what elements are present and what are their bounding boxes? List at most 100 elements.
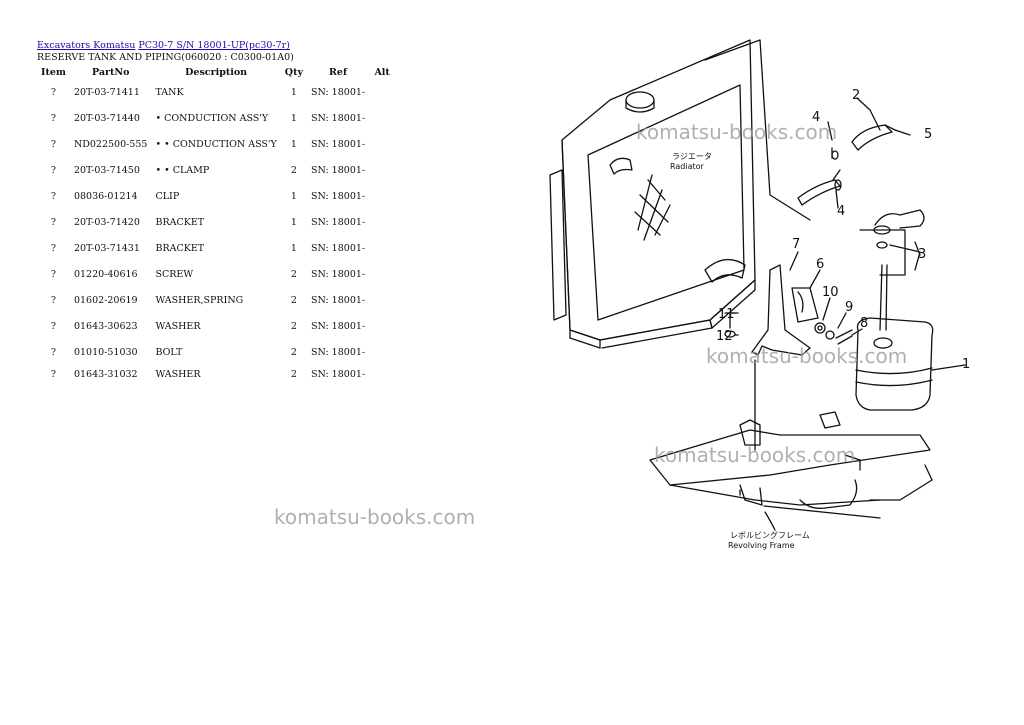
parts-diagram: 1 2 3 4 4 5 6 7 8 9 10 11 12 ラジエータ Radia…: [549, 39, 970, 550]
cell-description: BOLT: [155, 347, 183, 358]
cell-qty: 2: [290, 295, 297, 306]
cell-alt: [369, 132, 395, 158]
cell-partno: ND022500-555: [73, 139, 148, 150]
cell-item: ?: [50, 87, 57, 98]
cell-item: ?: [50, 321, 57, 332]
callout-3: 3: [918, 247, 926, 262]
cell-alt: [369, 262, 395, 288]
cell-qty: 1: [290, 191, 297, 202]
table-row: ? 20T-03-71431 BRACKET 1 SN: 18001-: [37, 236, 395, 262]
cell-alt: [369, 366, 395, 383]
cell-partno: 20T-03-71411: [73, 87, 140, 98]
cell-partno: 20T-03-71431: [73, 243, 140, 254]
callout-7: 7: [792, 237, 800, 252]
cell-alt: [369, 236, 395, 262]
cell-item: ?: [50, 295, 57, 306]
cell-item: ?: [50, 191, 57, 202]
cell-ref: SN: 18001-: [310, 321, 366, 332]
callout-8: 8: [860, 316, 868, 331]
cell-qty: 1: [290, 243, 297, 254]
revolving-frame-drawing: [649, 411, 933, 531]
cell-description: • • CONDUCTION ASS'Y: [155, 139, 277, 150]
cell-qty: 2: [290, 368, 297, 380]
cell-alt: [369, 210, 395, 236]
cell-qty: 1: [290, 217, 297, 228]
callout-5: 5: [924, 127, 932, 142]
cell-item: ?: [50, 113, 57, 124]
cell-alt: [369, 288, 395, 314]
breadcrumb-link-model[interactable]: PC30-7 S/N 18001-UP(pc30-7r): [138, 40, 290, 51]
cell-partno: 01643-31032: [73, 368, 138, 380]
watermark: komatsu-books.com: [274, 505, 476, 529]
cell-partno: 20T-03-71420: [73, 217, 140, 228]
callout-10: 10: [822, 285, 839, 300]
cell-description: WASHER: [155, 321, 201, 332]
cell-ref: SN: 18001-: [310, 165, 366, 176]
header-description: Description: [185, 67, 248, 78]
table-header-row: Item PartNo Description Qty Ref Alt: [37, 64, 395, 80]
header-qty: Qty: [284, 67, 303, 78]
cell-description: TANK: [155, 87, 184, 98]
header-partno: PartNo: [91, 67, 130, 78]
cell-alt: [369, 158, 395, 184]
cell-description: BRACKET: [155, 217, 205, 228]
cell-partno: 01010-51030: [73, 347, 138, 358]
cell-partno: 08036-01214: [73, 191, 138, 202]
cell-description: • CONDUCTION ASS'Y: [155, 113, 269, 124]
cell-alt: [369, 340, 395, 366]
reserve-tank-drawing: [797, 124, 966, 411]
frame-label-en: Revolving Frame: [728, 541, 795, 550]
parts-table: Item PartNo Description Qty Ref Alt ? 20T…: [37, 64, 395, 383]
cell-ref: SN: 18001-: [310, 243, 366, 254]
cell-ref: SN: 18001-: [310, 87, 366, 98]
radiator-drawing: [549, 39, 811, 349]
callout-leaders: [729, 97, 921, 336]
cell-description: • • CLAMP: [155, 165, 210, 176]
cell-item: ?: [50, 165, 57, 176]
cell-partno: 01220-40616: [73, 269, 138, 280]
cell-item: ?: [50, 368, 57, 380]
cell-description: WASHER,SPRING: [155, 295, 244, 306]
cell-description: SCREW: [155, 269, 194, 280]
breadcrumb-link-excavators[interactable]: Excavators Komatsu: [37, 40, 136, 51]
cell-ref: SN: 18001-: [310, 113, 366, 124]
cell-partno: 01602-20619: [73, 295, 138, 306]
cell-alt: [369, 80, 395, 106]
header-alt: Alt: [374, 67, 390, 78]
cell-ref: SN: 18001-: [310, 368, 366, 380]
cell-alt: [369, 184, 395, 210]
header-item: Item: [41, 67, 66, 78]
cell-ref: SN: 18001-: [310, 139, 366, 150]
cell-qty: 2: [290, 321, 297, 332]
callout-6: 6: [816, 257, 824, 272]
cell-description: BRACKET: [155, 243, 205, 254]
cell-alt: [369, 106, 395, 132]
cell-partno: 20T-03-71450: [73, 165, 140, 176]
cell-item: ?: [50, 139, 57, 150]
cell-partno: 20T-03-71440: [73, 113, 140, 124]
cell-item: ?: [50, 217, 57, 228]
callout-2: 2: [852, 88, 860, 103]
cell-qty: 1: [290, 139, 297, 150]
cell-ref: SN: 18001-: [310, 295, 366, 306]
cell-item: ?: [50, 243, 57, 254]
callout-11: 11: [718, 307, 735, 322]
table-row: ? ND022500-555 • • CONDUCTION ASS'Y 1 SN: 18…: [37, 132, 395, 158]
page-title: RESERVE TANK AND PIPING(060020 : C0300-0…: [37, 52, 294, 63]
frame-label-jp: レボルビングフレーム: [730, 530, 810, 540]
cell-ref: SN: 18001-: [310, 191, 366, 202]
callout-4b: 4: [837, 204, 845, 219]
radiator-label-en: Radiator: [670, 162, 705, 171]
header-ref: Ref: [329, 67, 348, 78]
callout-12: 12: [716, 329, 733, 344]
cell-alt: [369, 314, 395, 340]
